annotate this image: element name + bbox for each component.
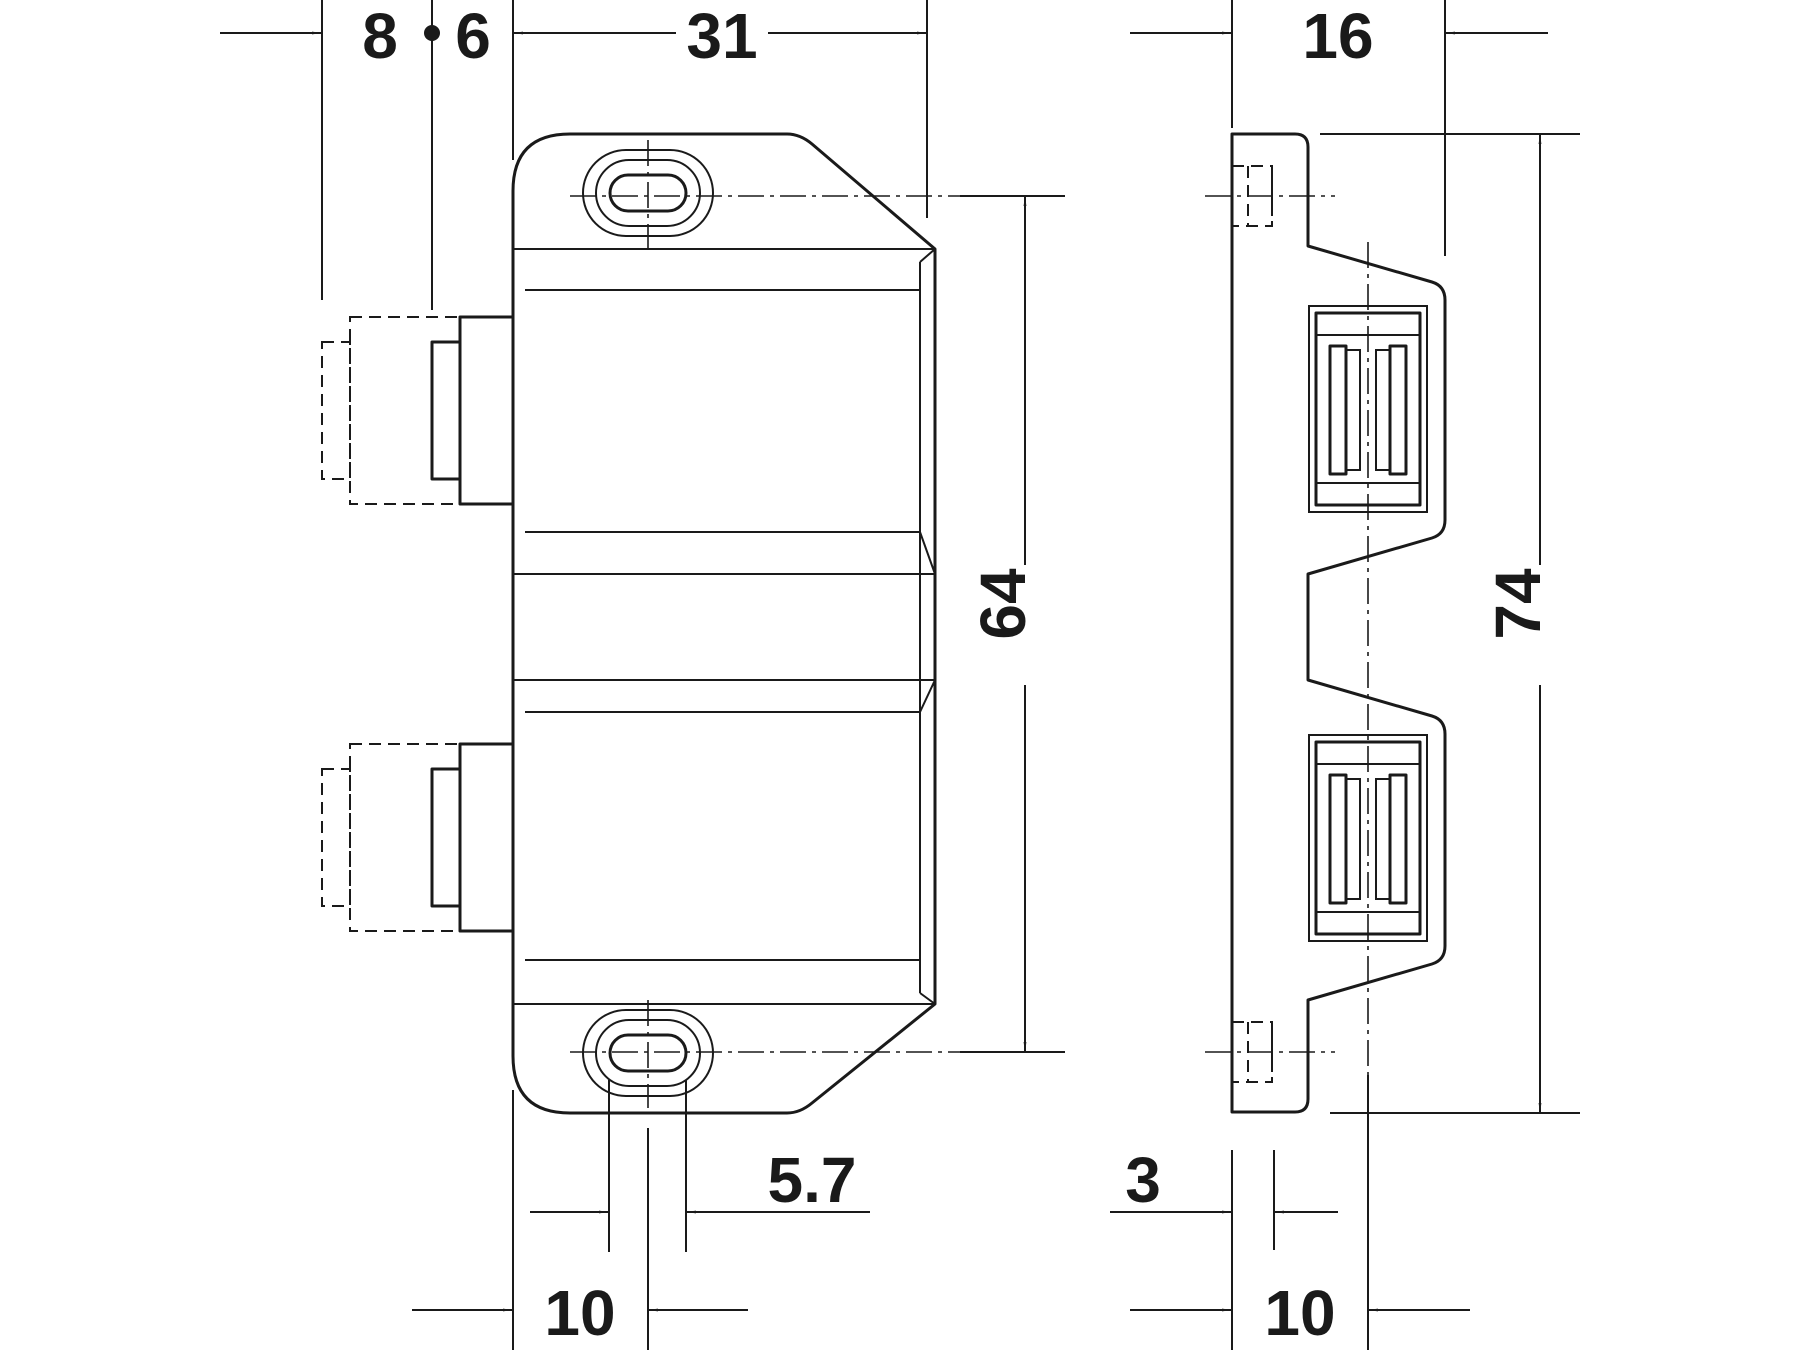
- dimensions: 8 6 31 16 64 74 5.7 10 3 10: [220, 0, 1580, 1350]
- dim-offset-a: 8: [362, 0, 398, 72]
- dim-hole-pitch: 64: [967, 568, 1039, 640]
- dim-side-depth: 16: [1302, 0, 1373, 72]
- dim-offset-dot: [424, 25, 440, 41]
- front-top-slot-hole: [570, 140, 1060, 248]
- dim-flange-thickness: 3: [1125, 1144, 1161, 1216]
- dim-overall-height: 74: [1482, 568, 1554, 640]
- front-bevel-joins: [919, 248, 936, 1005]
- front-body-outline: [511, 132, 937, 1115]
- front-bottom-slot-hole: [570, 1000, 1060, 1108]
- dim-hole-edge-distance: 10: [544, 1277, 615, 1349]
- upper-plunger-extended: [349, 316, 461, 505]
- front-lower-plunger: [321, 742, 515, 933]
- dim-front-width: 31: [686, 0, 757, 72]
- dim-slot-width: 5.7: [768, 1144, 857, 1216]
- dim-catch-center-depth: 10: [1264, 1277, 1335, 1349]
- lower-plunger-extended: [349, 743, 461, 932]
- side-view: [1205, 132, 1447, 1114]
- front-view: [321, 132, 1060, 1115]
- dim-offset-b: 6: [455, 0, 491, 72]
- side-body-outline: [1230, 132, 1447, 1114]
- front-upper-plunger: [321, 315, 515, 506]
